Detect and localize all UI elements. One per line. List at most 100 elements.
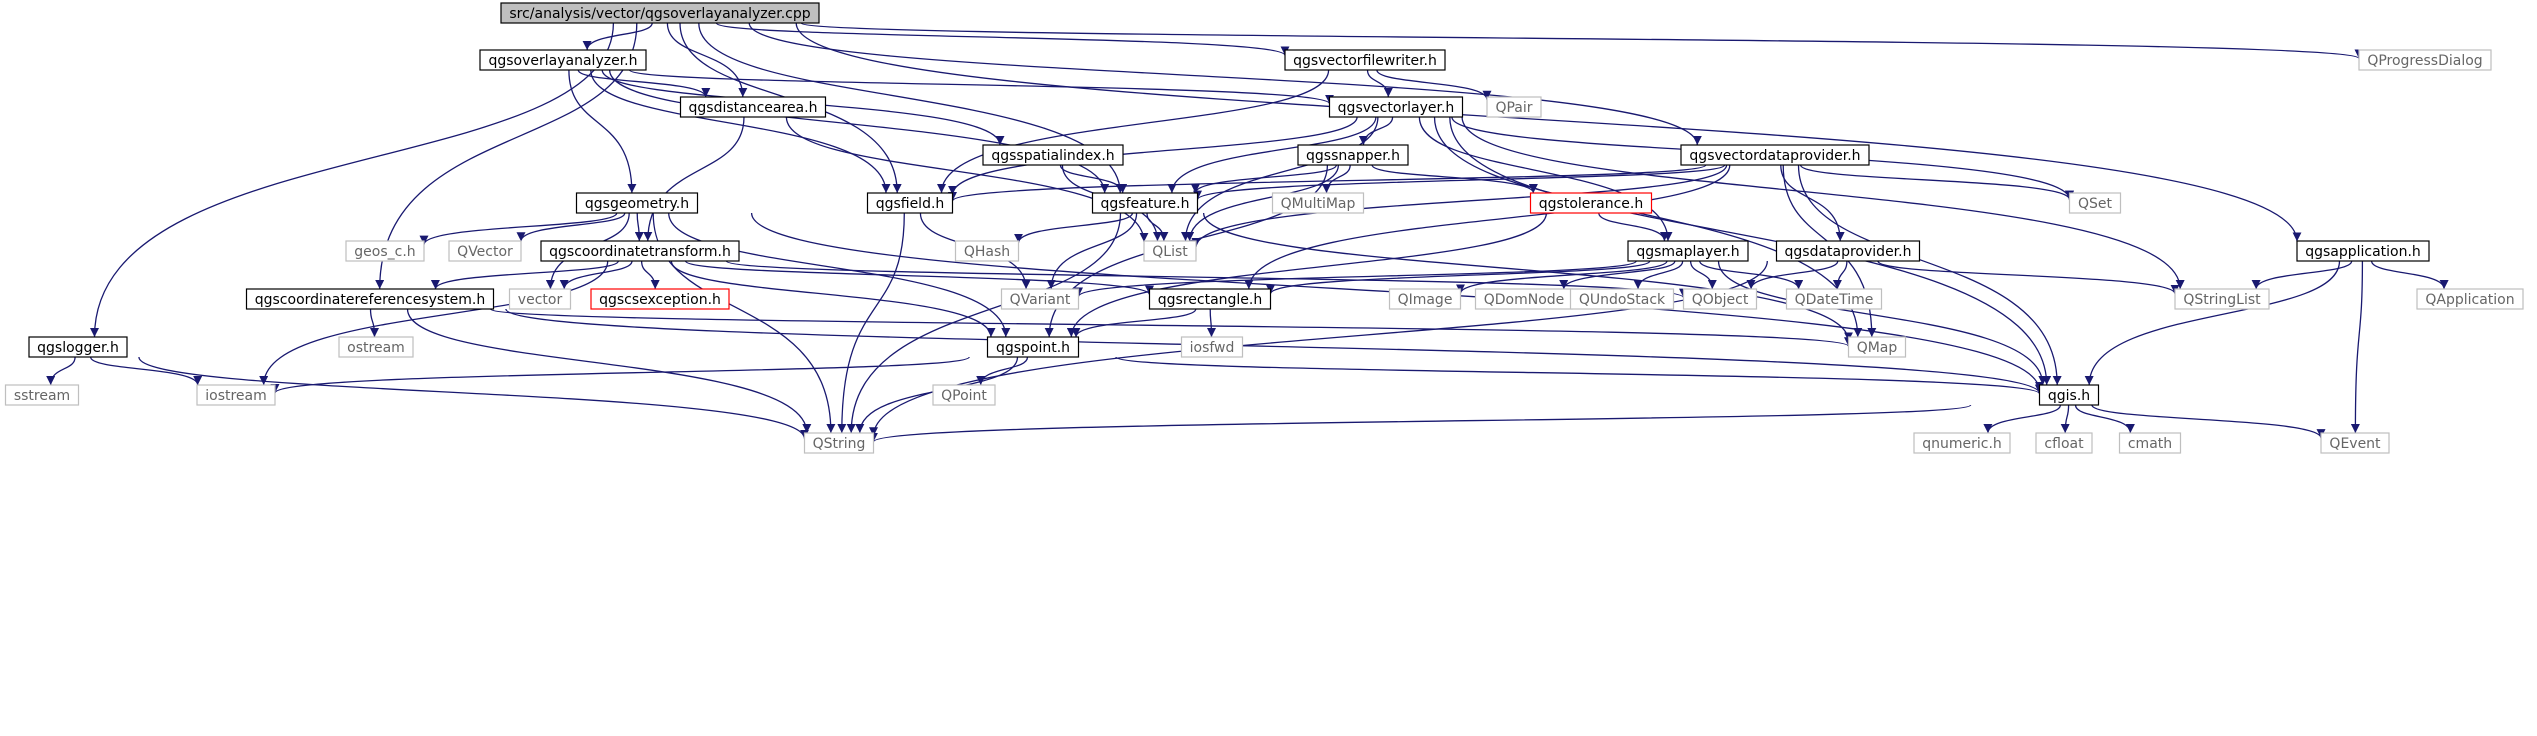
edge-qgscoordinatetransform-h-to-vector [559,260,633,290]
edge-root-to-qprogressdialog [800,22,2363,60]
node-box [2296,240,2430,262]
edge-qgspoint-h-to-qpoint [976,356,1029,386]
node-qgsvectordataprovider-h: qgsvectordataprovider.h [1680,144,1870,166]
edge-qgsfeature-h-to-qlist [1146,212,1169,242]
edge-qgsoverlayanalyzer-h-to-qgsdistancearea-h [577,69,711,98]
node-box [1529,192,1653,214]
node-box [28,336,128,358]
edge-qgsgeometry-h-to-qgeos-c-h [419,212,618,245]
node-box [1180,336,1244,358]
node-box [1388,288,1462,310]
edge-qgsapplication-h-to-qgis-h [2084,260,2341,386]
node-box [1569,288,1675,310]
node-ostream: ostream [338,336,414,358]
node-box [2068,192,2122,214]
edge-qgis-h-to-cmath [2074,404,2135,434]
node-label: iosfwd [1190,340,1235,356]
edge-qgssnapper-h-to-qgsfeature-h [1190,164,1338,194]
node-label: QObject [1692,292,1749,308]
node-label: QDateTime [1795,292,1874,308]
edge-qgspoint-h-to-qgis-h [1115,356,2044,395]
edge-qgsapplication-h-to-qevent [2350,260,2364,434]
node-qgsvectorlayer-h: qgsvectorlayer.h [1328,96,1464,118]
edge-qgsvectordataprovider-h-to-qgsrectangle-h [1244,164,1731,290]
node-label: vector [518,292,563,308]
edge-qgscoordinatereferencesystem-h-to-qmap [489,308,1853,347]
node-label: qgsoverlayanalyzer.h [488,53,637,69]
edge-qgsvectorlayer-h-to-qgsfeature-h [1167,116,1377,194]
node-label: qgsdataprovider.h [1785,244,1912,260]
node-label: geos_c.h [354,244,415,260]
edge-root-to-qgsdistancearea-h [666,22,748,98]
edge-qgsvectordataprovider-h-to-qgis-h [1797,164,2062,386]
edge-qgssnapper-h-to-qlist [1185,164,1340,242]
node-label: qgsdistancearea.h [689,100,818,116]
edge-qgsspatialindex-h-to-qgsfeature-h [1059,164,1128,194]
node-qgsdistancearea-h: qgsdistancearea.h [679,96,827,118]
node-qundostack: QUndoStack [1569,288,1675,310]
node-label: qgsmaplayer.h [1636,244,1739,260]
node-box [1785,288,1883,310]
node-label: QStringList [2183,292,2261,308]
node-root: src/analysis/vector/qgsoverlayanalyzer.c… [500,2,820,24]
node-label: sstream [14,388,70,404]
node-qset: QSet [2068,192,2122,214]
node-iostream: iostream [196,384,276,406]
node-box [2038,384,2100,406]
edge-qgsmaplayer-h-to-qgsrectangle-h [1266,260,1651,295]
edge-qgscoordinatetransform-h-to-qgscsexception-h [640,260,660,290]
edge-qgis-h-to-qnumeric-h [1983,404,2062,434]
node-qgslogger-h: qgslogger.h [28,336,128,358]
node-qgscoordinatereferencesystem-h: qgscoordinatereferencesystem.h [245,288,495,310]
node-qgstolerance-h: qgstolerance.h [1529,192,1653,214]
node-box [2174,288,2270,310]
node-label: QApplication [2425,292,2514,308]
node-qdomnode: QDomNode [1474,288,1574,310]
node-box [500,2,820,24]
node-qgscsexception-h: qgscsexception.h [590,288,730,310]
edge-qgssnapper-h-to-qgstolerance-h [1371,164,1538,194]
edge-qgsvectordataprovider-h-to-qset [1799,164,2074,201]
node-box [954,240,1020,262]
node-box [1775,240,1921,262]
node-box [479,49,647,71]
node-label: QHash [964,244,1010,260]
node-qnumeric-h: qnumeric.h [1913,432,2011,454]
node-qvector: QVector [448,240,522,262]
edge-qgsapplication-h-to-qapplication [2370,260,2449,290]
node-qgsrectangle-h: qgsrectangle.h [1148,288,1272,310]
edge-qgsfeature-h-to-qmap [1202,212,1853,342]
edge-qgsvectorlayer-h-to-qgis-h [1449,116,2052,386]
node-qimage: QImage [1388,288,1462,310]
edge-qgssnapper-h-to-qmultimap [1322,164,1351,194]
node-label: QMap [1857,340,1898,356]
edge-qgsoverlayanalyzer-h-to-qgsgeometry-h [568,69,637,194]
node-box [1682,288,1758,310]
node-box [345,240,425,262]
node-box [1143,240,1197,262]
node-qgsdataprovider-h: qgsdataprovider.h [1775,240,1921,262]
node-cfloat: cfloat [2035,432,2093,454]
node-label: qgsapplication.h [2305,244,2421,260]
edge-qgsdistancearea-h-to-qgscoordinatetransform-h [643,116,745,242]
node-qmap: QMap [1847,336,1907,358]
node-box [1913,432,2011,454]
node-qgsvectorfilewriter-h: qgsvectorfilewriter.h [1284,49,1446,71]
node-label: QList [1152,244,1188,260]
node-qgsmaplayer-h: qgsmaplayer.h [1627,240,1749,262]
node-label: QMultiMap [1281,196,1356,212]
node-qgsapplication-h: qgsapplication.h [2296,240,2430,262]
node-qmultimap: QMultiMap [1271,192,1365,214]
node-label: cmath [2128,436,2172,452]
edge-qgscoordinatereferencesystem-h-to-ostream [369,308,379,338]
node-qapplication: QApplication [2416,288,2524,310]
node-box [932,384,996,406]
edge-qgsvectordataprovider-h-to-qgsdataprovider-h [1780,164,1845,242]
node-qgsfeature-h: qgsfeature.h [1091,192,1199,214]
node-qgssnapper-h: qgssnapper.h [1297,144,1409,166]
node-qgsspatialindex-h: qgsspatialindex.h [982,144,1124,166]
edge-qgsvectordataprovider-h-to-qgsfield-h [948,164,1707,202]
edge-qgspoint-h-to-iostream [270,356,970,394]
node-label: qgscoordinatereferencesystem.h [255,292,486,308]
node-label: qgsfield.h [876,196,945,212]
